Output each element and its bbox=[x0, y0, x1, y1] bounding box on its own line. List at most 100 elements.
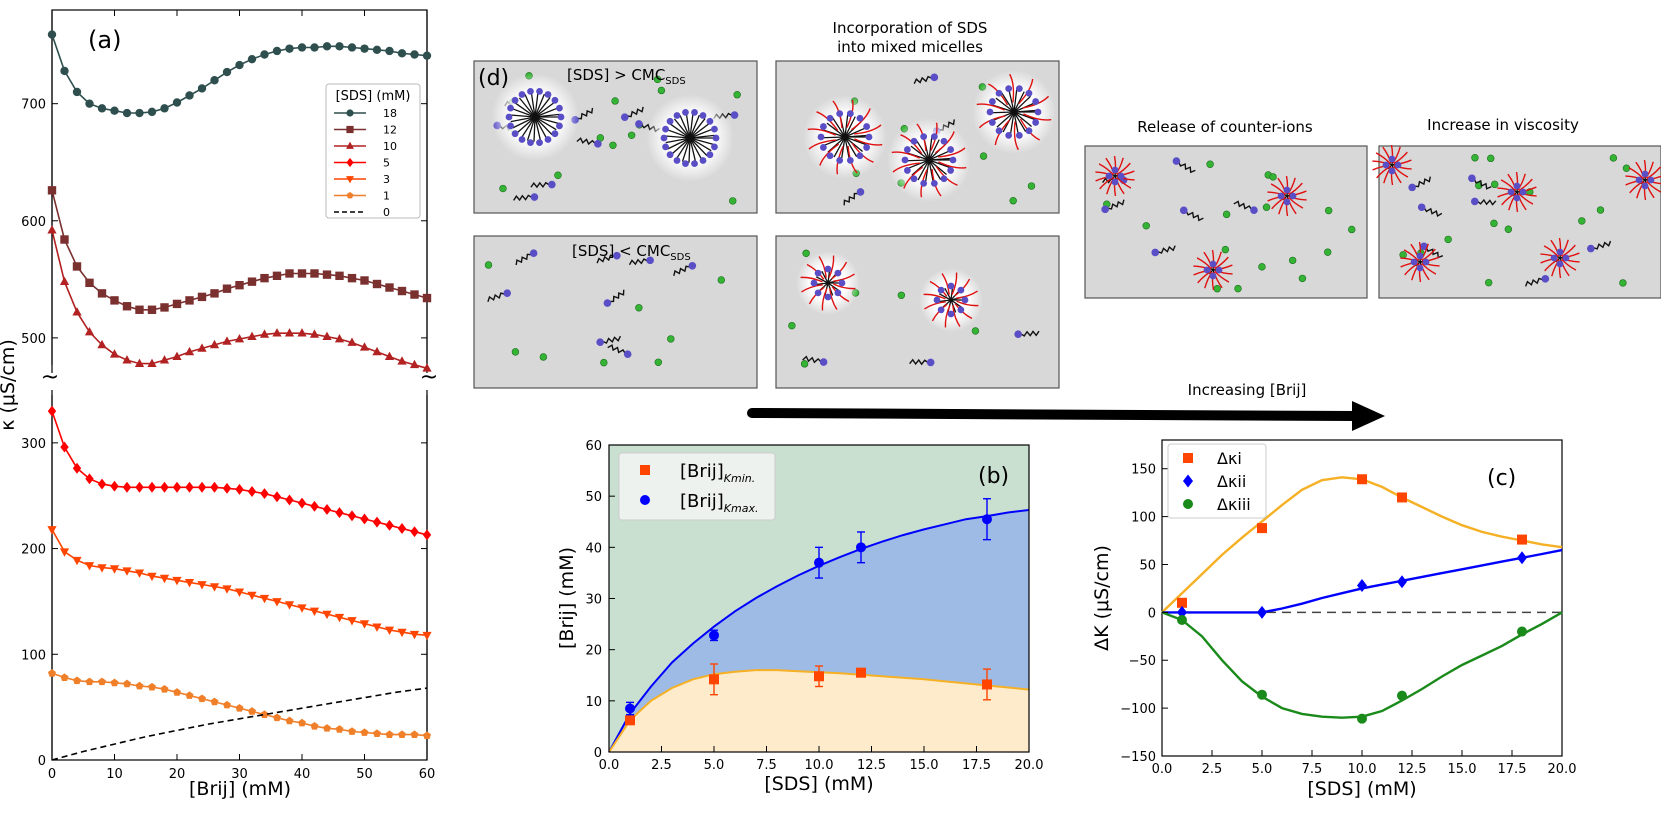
data-point bbox=[72, 307, 82, 316]
micelle-head bbox=[511, 130, 519, 138]
micelle-head bbox=[824, 293, 832, 301]
brij-chain bbox=[976, 103, 1005, 111]
y-tick-label: 100 bbox=[1131, 511, 1156, 526]
sds-head bbox=[1172, 157, 1181, 165]
brij-chain bbox=[1500, 179, 1516, 192]
micelle-head bbox=[1032, 98, 1040, 105]
brij-chain bbox=[1098, 163, 1114, 176]
data-point bbox=[272, 46, 282, 56]
data-point bbox=[235, 280, 244, 290]
x-tick-label: 30 bbox=[231, 767, 248, 782]
data-point bbox=[159, 574, 170, 584]
sds-tail bbox=[607, 344, 626, 354]
data-point bbox=[1257, 689, 1267, 700]
data-point bbox=[110, 678, 119, 687]
data-point bbox=[310, 721, 319, 730]
counter-ion bbox=[1490, 219, 1498, 228]
counter-ion bbox=[1444, 235, 1452, 244]
micelle-core-chain bbox=[1013, 89, 1018, 113]
micelle-core-chain bbox=[1013, 111, 1019, 135]
micelle-head bbox=[1015, 85, 1023, 93]
schematic-boxes bbox=[473, 60, 1661, 389]
data-point bbox=[110, 106, 119, 115]
legend-label: 3 bbox=[383, 173, 390, 186]
counter-ion bbox=[1399, 251, 1407, 259]
micelle-head bbox=[949, 156, 957, 164]
counter-ion bbox=[1009, 196, 1017, 205]
data-point bbox=[359, 342, 370, 351]
micelle-head bbox=[1556, 260, 1564, 268]
brij-chain bbox=[951, 272, 958, 295]
legend-title: [SDS] (mM) bbox=[336, 89, 411, 104]
micelle-head bbox=[706, 151, 714, 159]
micelle-head bbox=[856, 114, 864, 122]
data-point bbox=[98, 677, 106, 686]
y-tick-label: 500 bbox=[21, 332, 46, 347]
micelle-core-chain bbox=[944, 287, 952, 301]
data-point bbox=[347, 617, 357, 626]
counter-ion bbox=[657, 86, 666, 95]
brij-chain bbox=[956, 290, 978, 299]
micelle-core-chain bbox=[689, 137, 708, 157]
data-point bbox=[1397, 492, 1407, 503]
data-point bbox=[210, 289, 219, 298]
data-point bbox=[210, 697, 219, 706]
label-sds-above-cmc: [SDS] > CMCSDS bbox=[567, 66, 686, 87]
micelle-head bbox=[699, 112, 707, 119]
data-point bbox=[135, 108, 144, 118]
data-point bbox=[209, 339, 220, 349]
data-point bbox=[122, 108, 132, 118]
brij-chain bbox=[1518, 178, 1533, 192]
data-point bbox=[160, 104, 169, 113]
micelle-head bbox=[1641, 182, 1649, 190]
micelle-core-chain bbox=[667, 137, 691, 150]
data-point bbox=[135, 481, 144, 493]
data-point bbox=[85, 99, 94, 108]
legend-marker bbox=[346, 176, 354, 184]
brij-chain bbox=[808, 139, 836, 150]
y-tick-label: 30 bbox=[585, 593, 602, 608]
sds-head bbox=[856, 188, 865, 196]
counter-ion bbox=[1234, 284, 1242, 293]
micelle-core-chain bbox=[928, 159, 951, 169]
micelle-head bbox=[706, 117, 714, 125]
panel-b-legend: [Brij]Kmin.[Brij]Kmax. bbox=[618, 452, 776, 521]
brij-chain bbox=[1196, 257, 1212, 270]
micelle-core-chain bbox=[928, 150, 951, 161]
data-point bbox=[184, 579, 195, 588]
x-tick-label: 7.5 bbox=[1302, 762, 1323, 777]
brij-chain bbox=[1501, 192, 1516, 206]
data-point bbox=[184, 346, 195, 356]
counter-ion bbox=[499, 184, 507, 193]
sds-tail bbox=[843, 192, 859, 206]
data-point bbox=[72, 87, 82, 97]
y-tick-label: 10 bbox=[585, 695, 602, 710]
data-point bbox=[209, 583, 220, 592]
micelle-core-chain bbox=[916, 140, 930, 161]
micelle-head bbox=[1015, 131, 1023, 139]
data-point bbox=[173, 688, 181, 696]
brij-chain bbox=[1214, 270, 1230, 283]
sds-tail bbox=[1593, 240, 1612, 250]
brij-chain bbox=[1561, 244, 1576, 258]
brij-chain bbox=[903, 166, 924, 189]
heading-mixed-line1: Incorporation of SDS bbox=[833, 19, 988, 37]
counter-ion bbox=[1484, 278, 1493, 287]
heading-mixed-line2: into mixed micelles bbox=[837, 38, 983, 56]
brij-chain bbox=[941, 273, 950, 295]
counter-ion bbox=[539, 353, 548, 361]
micelle-head bbox=[1422, 258, 1430, 266]
micelle-head bbox=[957, 306, 965, 314]
micelle-head bbox=[1209, 272, 1217, 280]
panel-b-letter: (b) bbox=[978, 464, 1009, 489]
data-point bbox=[84, 326, 95, 336]
micelle-core-chain bbox=[534, 116, 559, 125]
heading-release: Release of counter-ions bbox=[1137, 118, 1313, 136]
legend-label: 5 bbox=[383, 157, 390, 170]
x-tick-label: 12.5 bbox=[857, 758, 886, 773]
x-tick-label: 7.5 bbox=[756, 758, 777, 773]
micelle-head bbox=[1117, 172, 1125, 180]
data-point bbox=[982, 514, 992, 525]
counter-ion bbox=[654, 358, 663, 366]
